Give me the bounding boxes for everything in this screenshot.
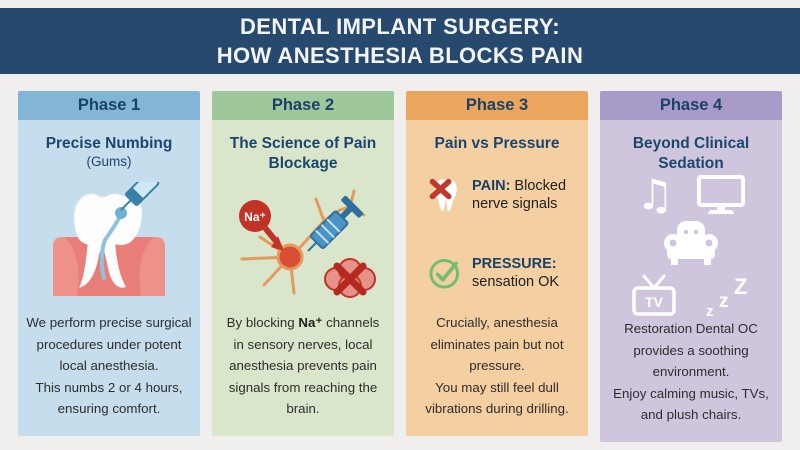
pain-vs-pressure-list: PAIN: Blocked nerve signals PRESSURE: se… <box>414 154 580 312</box>
comfort-icons-row-2 <box>662 220 720 268</box>
phase-1-header: Phase 1 <box>18 91 200 120</box>
na-badge-circle <box>239 200 271 233</box>
sodium-neuron-brain-icon: Na⁺ <box>239 189 376 299</box>
comfort-icons-row-3: TV z z Z <box>628 272 754 318</box>
phase-3-header: Phase 3 <box>406 91 588 120</box>
phase-columns: Phase 1 Precise Numbing (Gums) <box>18 91 782 442</box>
pain-item-text: PAIN: Blocked nerve signals <box>472 177 580 213</box>
phase-1-paragraph: We perform precise surgical procedures u… <box>26 315 192 417</box>
na-channels-bold: Na⁺ <box>298 315 323 331</box>
phase-2-paragraph-end: channels in sensory nerves, local anesth… <box>228 315 380 417</box>
phase-2-column: Phase 2 The Science of Pain Blockage <box>212 91 394 436</box>
title-banner: DENTAL IMPLANT SURGERY: HOW ANESTHESIA B… <box>0 8 800 74</box>
phase-1-title: Precise Numbing <box>45 135 173 152</box>
zzz-large: Z <box>734 274 747 299</box>
comfort-icons-grid: ♫ <box>628 174 754 318</box>
tv-screen-icon <box>696 175 745 215</box>
phase-3-body: Pain vs Pressure PAIN: Blocked nerve sig… <box>406 120 588 436</box>
retro-tv-label: TV <box>645 294 664 310</box>
pressure-item-text: PRESSURE: sensation OK <box>472 255 580 291</box>
phase-2-body: The Science of Pain Blockage <box>212 120 394 436</box>
check-circle-icon <box>429 259 460 289</box>
pressure-label: PRESSURE: <box>472 256 557 273</box>
pain-label: PAIN: <box>472 178 511 195</box>
banner-line-2: HOW ANESTHESIA BLOCKS PAIN <box>216 43 584 68</box>
comfort-icons-row-1: ♫ <box>636 174 746 216</box>
retro-tv-icon: TV <box>632 274 676 317</box>
zzz-medium: z <box>719 291 729 312</box>
armchair-icon <box>664 221 718 266</box>
pressure-item: PRESSURE: sensation OK <box>414 250 580 296</box>
phase-3-title: Pain vs Pressure <box>434 135 560 152</box>
na-badge-label: Na⁺ <box>244 210 266 224</box>
phase-4-title: Beyond Clinical Sedation <box>632 135 750 173</box>
phase-3-paragraph: Crucially, anesthesia eliminates pain bu… <box>425 315 569 417</box>
phase-4-paragraph: Restoration Dental OC provides a soothin… <box>613 321 769 423</box>
sleep-zzz-icon: z z Z <box>706 274 747 318</box>
pressure-description: sensation OK <box>472 274 560 291</box>
phase-4-column: Phase 4 Beyond Clinical Sedation ♫ <box>600 91 782 442</box>
banner-line-1: DENTAL IMPLANT SURGERY: <box>239 14 561 39</box>
phase-1-body: Precise Numbing (Gums) <box>18 120 200 436</box>
phase-3-column: Phase 3 Pain vs Pressure PAIN: Blocked n… <box>406 91 588 436</box>
phase-1-subtitle: (Gums) <box>86 154 132 170</box>
zzz-small: z <box>706 303 714 318</box>
pain-item: PAIN: Blocked nerve signals <box>414 170 580 220</box>
tooth-blocked-icon <box>429 179 457 212</box>
phase-2-title: The Science of Pain Blockage <box>229 135 377 173</box>
phase-4-body: Beyond Clinical Sedation ♫ <box>600 120 782 442</box>
phase-2-header: Phase 2 <box>212 91 394 120</box>
phase-1-column: Phase 1 Precise Numbing (Gums) <box>18 91 200 436</box>
music-note-icon: ♫ <box>636 170 674 220</box>
phase-2-paragraph-start: By blocking <box>226 315 299 331</box>
tooth-injection-icon <box>53 182 165 297</box>
tooth-injection-illustration <box>26 170 192 312</box>
phase-4-header: Phase 4 <box>600 91 782 120</box>
neuron-blockage-illustration: Na⁺ <box>220 174 386 312</box>
pain-description: Blocked nerve signals <box>472 178 567 213</box>
blocked-brain-glyph <box>324 258 376 299</box>
phase-2-paragraph: By blocking Na⁺ channels in sensory nerv… <box>220 312 386 420</box>
